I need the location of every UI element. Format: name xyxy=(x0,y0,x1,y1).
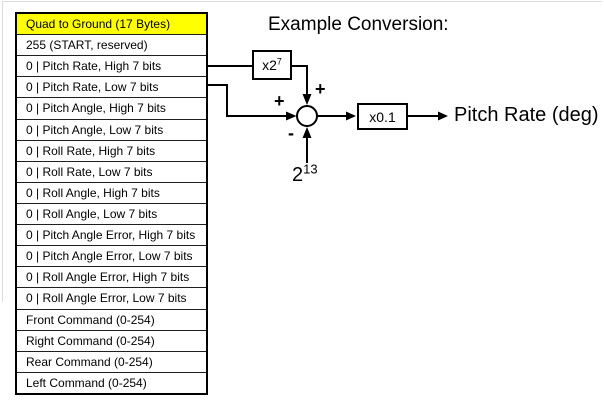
packet-byte-row: 0 | Roll Angle, Low 7 bits xyxy=(17,204,206,226)
packet-byte-row: 0 | Pitch Angle, Low 7 bits xyxy=(17,120,206,141)
gain-x0-1-block: x0.1 xyxy=(357,103,408,130)
packet-table: Quad to Ground (17 Bytes) 255 (START, re… xyxy=(15,12,208,395)
arrowhead-right-icon xyxy=(438,111,448,121)
arrowhead-down-icon xyxy=(302,94,312,105)
packet-byte-row: 0 | Pitch Rate, Low 7 bits xyxy=(17,77,206,99)
packet-byte-row: 0 | Pitch Rate, High 7 bits xyxy=(17,56,206,78)
gain-x2-7-block: x27 xyxy=(252,50,292,80)
packet-table-header: Quad to Ground (17 Bytes) xyxy=(17,14,206,36)
packet-byte-row: 0 | Pitch Angle, High 7 bits xyxy=(17,98,206,120)
plus-sign-left: + xyxy=(274,91,285,111)
packet-byte-row: 0 | Roll Angle Error, High 7 bits xyxy=(17,267,206,289)
plus-sign-top: + xyxy=(315,79,326,99)
arrowhead-right-icon xyxy=(346,111,356,121)
packet-byte-row: Front Command (0-254) xyxy=(17,310,206,331)
gain-x2-7-label: x27 xyxy=(262,56,282,73)
gain-x0-1-label: x0.1 xyxy=(369,108,396,125)
window-border-top xyxy=(2,1,602,2)
diagram-title: Example Conversion: xyxy=(268,14,449,35)
packet-byte-row: 0 | Roll Rate, High 7 bits xyxy=(17,141,206,162)
packet-byte-row: 0 | Pitch Angle Error, Low 7 bits xyxy=(17,246,206,268)
pitch-rate-low-wire xyxy=(208,84,286,117)
arrowhead-right-icon xyxy=(286,111,297,121)
packet-byte-row: 0 | Roll Rate, Low 7 bits xyxy=(17,162,206,183)
packet-byte-row: Rear Command (0-254) xyxy=(17,352,206,373)
gain-high-to-sum-wire xyxy=(292,65,308,95)
minus-sign-bottom: - xyxy=(288,123,294,143)
window-border-left xyxy=(2,2,3,302)
bias-constant-label: 213 xyxy=(292,161,318,186)
packet-byte-row: 0 | Roll Angle, High 7 bits xyxy=(17,183,206,204)
sum-junction-circle xyxy=(296,105,318,127)
packet-byte-row: Right Command (0-254) xyxy=(17,331,206,352)
packet-byte-row: 255 (START, reserved) xyxy=(17,35,206,57)
arrowhead-up-icon xyxy=(302,127,312,138)
packet-byte-row: 0 | Roll Angle Error, Low 7 bits xyxy=(17,288,206,310)
output-label: Pitch Rate (deg) xyxy=(454,104,599,126)
packet-byte-row: Left Command (0-254) xyxy=(26,375,147,390)
packet-byte-row: 0 | Pitch Angle Error, High 7 bits xyxy=(17,225,206,247)
